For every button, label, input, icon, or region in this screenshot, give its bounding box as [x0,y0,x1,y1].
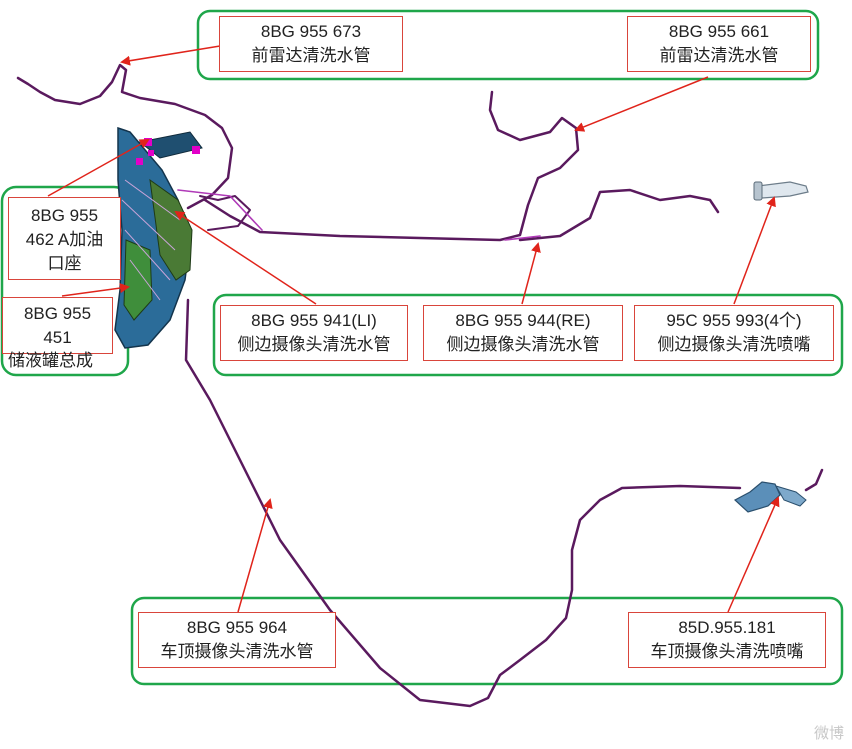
part-description: 车顶摄像头清洗喷嘴 [650,642,804,661]
part-number-line1: 8BG 955 [30,206,99,225]
roof-camera-nozzle-shape [733,481,807,513]
part-number-line3: 口座 [47,254,82,273]
arrow-side-cam-944 [521,242,541,305]
arrow-roof-cam-nozzle [727,496,780,613]
arrow-side-cam-941 [174,210,317,305]
label-side-cam-nozzle: 95C 955 993(4个) 侧边摄像头清洗喷嘴 [634,305,834,361]
label-roof-cam-964: 8BG 955 964 车顶摄像头清洗水管 [138,612,336,668]
reservoir-assembly [114,126,203,349]
part-number: 8BG 955 964 [186,618,288,637]
part-description: 前雷达清洗水管 [251,46,371,65]
part-number-line2: 451 [43,328,72,347]
part-number: 8BG 955 673 [260,22,362,41]
part-number: 85D.955.181 [678,618,776,637]
part-description: 侧边摄像头清洗水管 [446,335,600,354]
arrow-front-radar-661 [574,76,709,132]
arrow-roof-cam-964 [237,498,273,613]
label-roof-cam-nozzle: 85D.955.181 车顶摄像头清洗喷嘴 [628,612,826,668]
label-reservoir-451: 8BG 955 451 [2,297,113,354]
arrow-front-radar-673 [120,45,221,66]
part-description: 前雷达清洗水管 [659,46,779,65]
part-description: 侧边摄像头清洗水管 [237,335,391,354]
watermark: 微博 [813,725,844,742]
part-number: 8BG 955 661 [668,22,770,41]
label-side-cam-944: 8BG 955 944(RE) 侧边摄像头清洗水管 [423,305,623,361]
label-filler-462: 8BG 955 462 A加油 口座 [8,197,121,280]
part-number-line1: 8BG 955 [23,304,92,323]
part-description: 侧边摄像头清洗喷嘴 [657,335,811,354]
part-number-line2: 462 A加油 [25,230,104,249]
group-frame-front-radar [196,9,820,81]
arrow-filler-462 [47,139,150,197]
arrow-side-cam-nozzle [733,196,776,305]
hose-side-camera-left [199,195,251,231]
hose-roof-camera [184,298,742,708]
label-front-radar-661: 8BG 955 661 前雷达清洗水管 [627,16,811,72]
label-front-radar-673: 8BG 955 673 前雷达清洗水管 [219,16,403,72]
arrow-reservoir-451 [61,283,130,297]
label-side-cam-941: 8BG 955 941(LI) 侧边摄像头清洗水管 [220,305,408,361]
part-number: 95C 955 993(4个) [666,311,802,330]
part-description: 车顶摄像头清洗水管 [160,642,314,661]
hose-front-radar-right [203,90,580,242]
part-number: 8BG 955 944(RE) [455,311,591,330]
side-camera-nozzle-shape [753,181,809,201]
hose-front-radar-left [16,63,234,210]
hose-roof-camera-end [804,468,824,492]
hose-side-camera-highlight [177,189,541,241]
hose-side-camera-right [518,188,720,242]
part-number: 8BG 955 941(LI) [251,311,377,330]
group-frame-roof-camera [130,596,844,686]
group-frame-side-camera [212,293,844,377]
reservoir-description: 储液罐总成 [8,351,93,370]
